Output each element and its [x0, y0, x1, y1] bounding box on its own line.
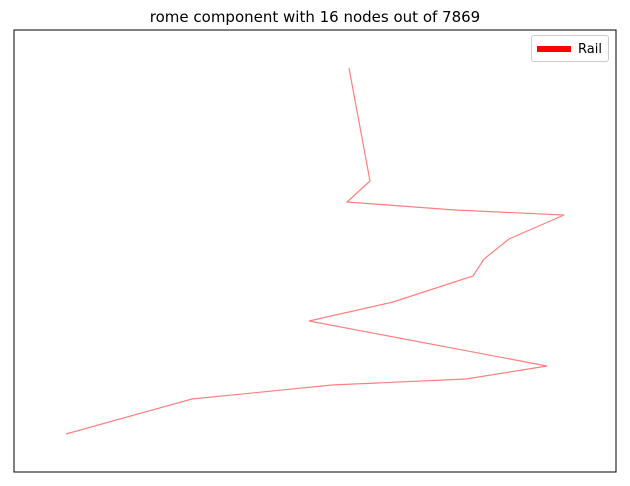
series-layer [65, 67, 565, 435]
plot-frame [13, 29, 617, 473]
series-line-rail [65, 67, 565, 435]
legend-swatch-rail [537, 46, 571, 52]
legend: Rail [531, 35, 609, 62]
legend-label-rail: Rail [578, 42, 602, 57]
chart-title: rome component with 16 nodes out of 7869 [149, 8, 481, 26]
